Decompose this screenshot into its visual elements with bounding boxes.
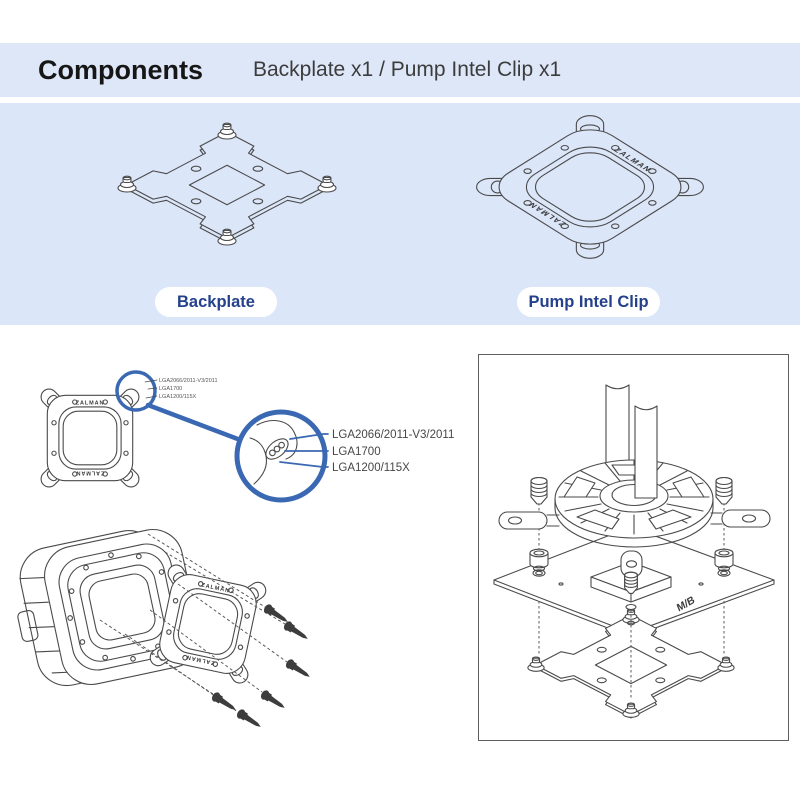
pump-top-drawing xyxy=(555,460,713,547)
header-band: Components Backplate x1 / Pump Intel Cli… xyxy=(0,43,800,97)
tube-rear xyxy=(606,385,629,471)
clip-arms-drawing xyxy=(499,510,770,529)
pump-body-drawing xyxy=(5,520,205,697)
magnifier-callout xyxy=(234,409,328,503)
screw-2 xyxy=(282,619,310,643)
thumbscrew-left xyxy=(530,476,548,505)
pump-clip-screws-drawing xyxy=(30,512,312,731)
socket-label-small-3: LGA1200/115X xyxy=(159,394,197,400)
clip-front-view-drawing xyxy=(37,385,143,491)
exploded-assembly-drawing: M/B xyxy=(479,355,788,719)
center-screw xyxy=(624,571,638,594)
assembly-panel: M/B xyxy=(478,354,789,741)
socket-label-2: LGA1700 xyxy=(332,446,381,458)
screw-5 xyxy=(210,690,238,714)
socket-label-3: LGA1200/115X xyxy=(332,462,410,474)
pump-intel-clip-iso-drawing xyxy=(462,106,718,268)
screw-1 xyxy=(262,602,290,626)
page-subtitle: Backplate x1 / Pump Intel Clip x1 xyxy=(253,58,562,81)
screw-guide-lines xyxy=(99,533,288,713)
screw-6 xyxy=(235,707,263,731)
backplate-label: Backplate xyxy=(177,292,255,311)
screw-3 xyxy=(284,657,312,681)
pump-intel-clip-label: Pump Intel Clip xyxy=(528,292,649,311)
components-band xyxy=(0,103,800,325)
screw-4 xyxy=(259,688,287,712)
magnifier-source-circle xyxy=(117,372,155,410)
tube-front xyxy=(635,406,657,498)
socket-label-1: LGA2066/2011-V3/2011 xyxy=(332,429,454,441)
pump-intel-clip-label-badge: Pump Intel Clip xyxy=(517,287,660,317)
socket-label-small-2: LGA1700 xyxy=(159,386,182,392)
socket-label-small-1: LGA2066/2011-V3/2011 xyxy=(159,378,218,384)
backplate-label-badge: Backplate xyxy=(155,287,277,317)
components-art xyxy=(117,106,718,268)
socket-callout-drawing: LGA2066/2011-V3/2011 LGA1700 LGA1200/115… xyxy=(37,362,454,503)
thumbscrew-right xyxy=(715,476,733,505)
page-title: Components xyxy=(38,54,203,85)
backplate-iso-drawing xyxy=(117,122,337,246)
